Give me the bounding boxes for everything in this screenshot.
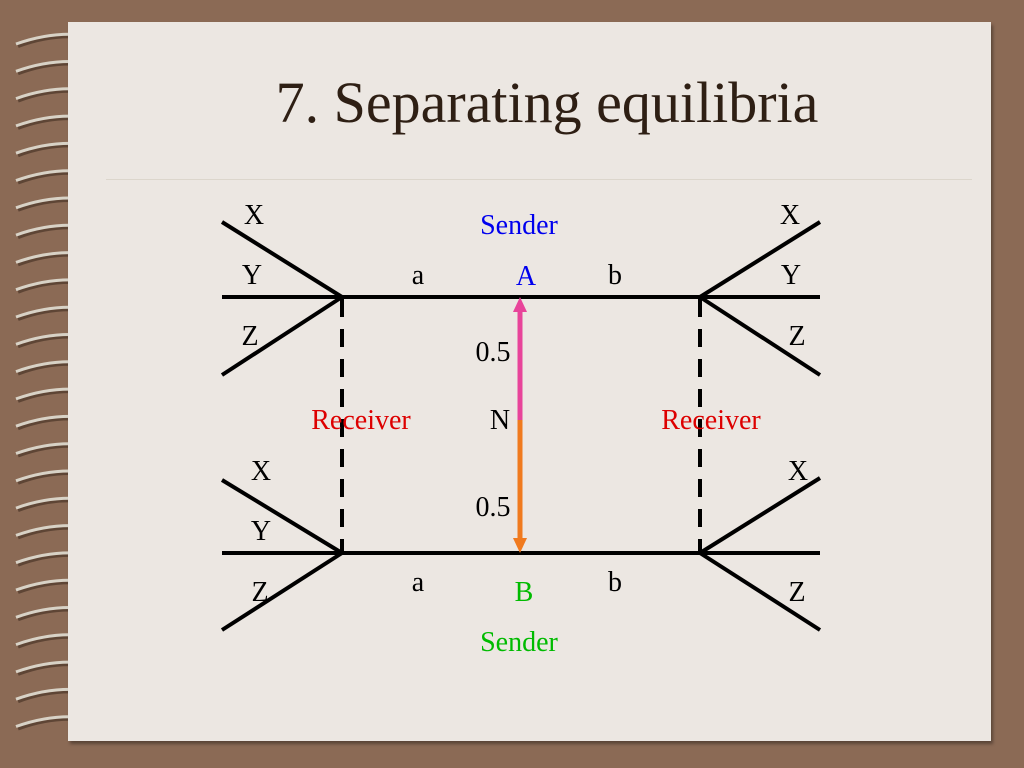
sender-a-type-label: A xyxy=(516,261,537,292)
probability-a-label: 0.5 xyxy=(476,337,511,368)
top-left-branch-x xyxy=(220,220,344,299)
sender-b-type-label: B xyxy=(515,577,534,608)
title-divider xyxy=(106,179,972,180)
top-right-action-z: Z xyxy=(788,321,805,352)
bottom-right-branch-z xyxy=(698,551,822,632)
top-left-action-x: X xyxy=(244,200,264,231)
probability-b-label: 0.5 xyxy=(476,492,511,523)
top-left-branch-z xyxy=(220,295,344,377)
bottom-message-b-label: b xyxy=(608,567,622,598)
sender-a-role-label: Sender xyxy=(480,210,558,241)
top-left-action-y: Y xyxy=(242,260,262,291)
top-right-action-y: Y xyxy=(781,260,801,291)
bottom-message-a-label: a xyxy=(412,567,425,598)
bottom-left-branch-z xyxy=(220,551,344,632)
top-message-a-label: a xyxy=(412,260,425,291)
receiver-right-label: Receiver xyxy=(661,405,761,436)
nature-to-a-arrowhead xyxy=(513,297,527,312)
top-right-branch-z xyxy=(698,295,822,377)
bottom-right-action-z: Z xyxy=(788,577,805,608)
top-right-action-x: X xyxy=(780,200,800,231)
bottom-right-action-x: X xyxy=(788,456,808,487)
slide-paper xyxy=(68,22,991,741)
nature-node-label: N xyxy=(490,405,510,436)
bottom-left-action-x: X xyxy=(251,456,271,487)
bottom-left-action-z: Z xyxy=(251,577,268,608)
bottom-left-branch-x xyxy=(220,478,344,555)
nature-to-b-arrowhead xyxy=(513,538,527,553)
receiver-left-label: Receiver xyxy=(311,405,411,436)
sender-b-role-label: Sender xyxy=(480,627,558,658)
top-message-b-label: b xyxy=(608,260,622,291)
slide-title: 7. Separating equilibria xyxy=(275,70,819,135)
bottom-left-action-y: Y xyxy=(251,516,271,547)
top-left-action-z: Z xyxy=(241,321,258,352)
bottom-right-branch-x xyxy=(698,476,822,555)
top-right-branch-x xyxy=(698,220,822,299)
